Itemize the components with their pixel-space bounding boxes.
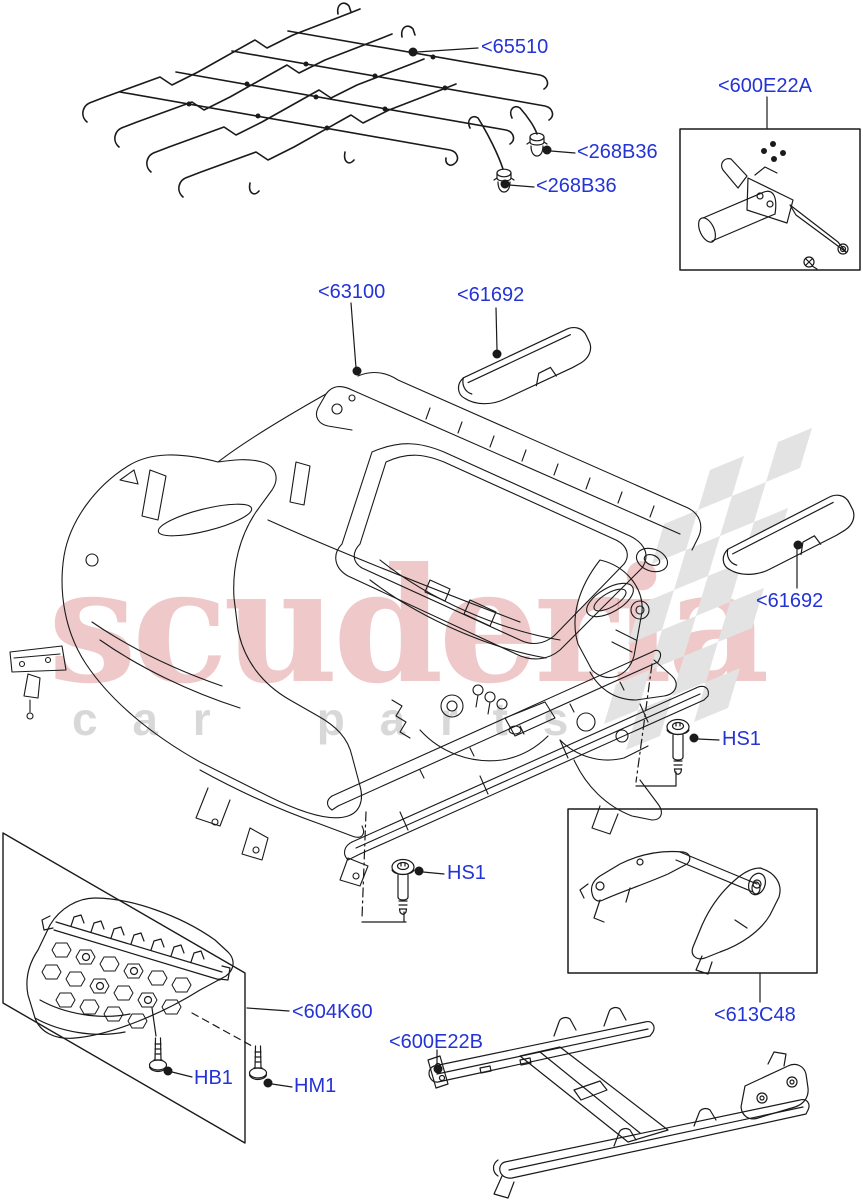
watermark-tagline-text: c a r p a r t s <box>72 693 580 745</box>
part-label-268B36-b[interactable]: <268B36 <box>536 175 617 197</box>
part-label-HS1-b[interactable]: HS1 <box>447 862 486 884</box>
screw-hs1-2-drawing <box>391 858 415 915</box>
seat-pan-box <box>2 832 246 1144</box>
finisher-cover-1-drawing <box>450 323 599 413</box>
part-label-61692-b[interactable]: <61692 <box>756 590 824 612</box>
wire-mat-drawing <box>82 2 554 198</box>
construction-lines <box>191 663 677 1047</box>
bracket-assembly-box <box>567 808 818 975</box>
seat-frame-drawing <box>9 371 709 887</box>
motor-assembly-box <box>679 128 861 271</box>
part-label-600E22A[interactable]: <600E22A <box>718 75 812 97</box>
seat-track-frame-drawing <box>427 1006 810 1199</box>
part-label-65510[interactable]: <65510 <box>481 36 549 58</box>
part-label-HS1-a[interactable]: HS1 <box>722 728 761 750</box>
part-label-613C48[interactable]: <613C48 <box>714 1004 796 1026</box>
bolt-hm1-drawing <box>248 1045 268 1081</box>
part-label-HM1[interactable]: HM1 <box>294 1075 337 1097</box>
bolt-hb1-drawing <box>148 1037 168 1073</box>
leader-lines <box>163 47 803 1088</box>
part-label-268B36-a[interactable]: <268B36 <box>577 141 658 163</box>
part-label-HB1[interactable]: HB1 <box>194 1067 233 1089</box>
screw-hs1-1-drawing <box>666 718 690 775</box>
part-label-600E22B[interactable]: <600E22B <box>389 1031 483 1053</box>
part-label-63100[interactable]: <63100 <box>318 281 386 303</box>
part-label-604K60[interactable]: <604K60 <box>292 1001 373 1023</box>
checkered-flag-watermark <box>604 428 812 750</box>
part-label-61692-a[interactable]: <61692 <box>457 284 525 306</box>
